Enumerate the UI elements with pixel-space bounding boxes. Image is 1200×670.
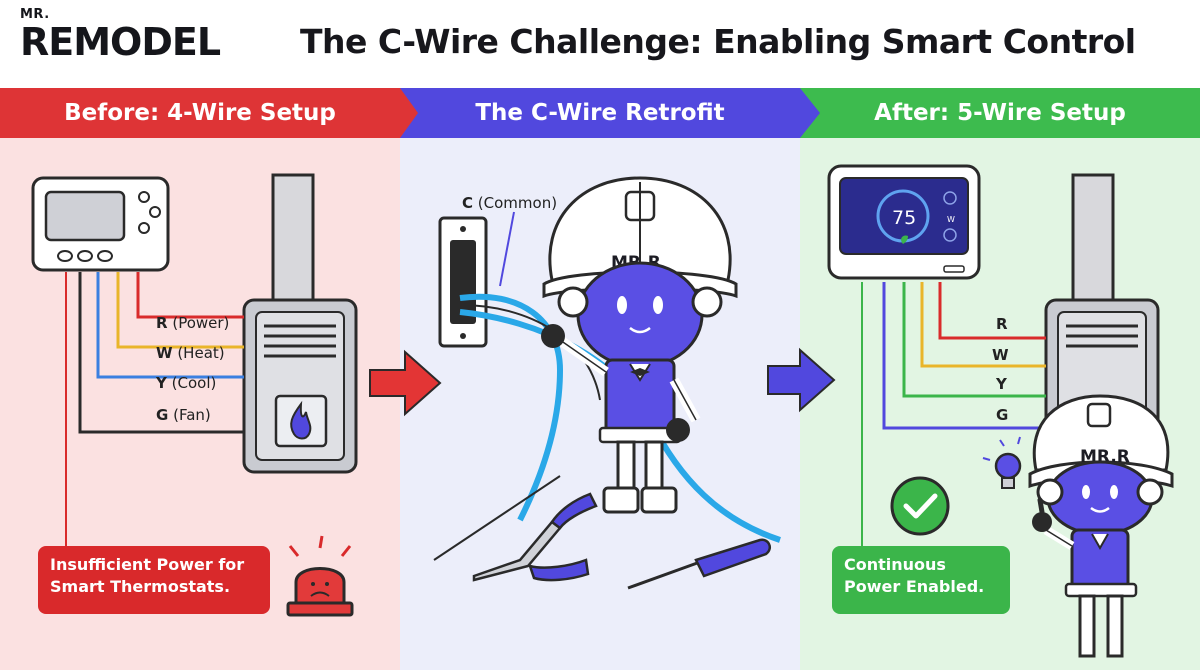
before-banner: Before: 4-Wire Setup xyxy=(0,88,418,138)
c-wire-label: C (Common) xyxy=(462,194,557,212)
after-wires xyxy=(861,282,1046,548)
before-furnace xyxy=(242,298,358,474)
after-banner-label: After: 5-Wire Setup xyxy=(874,100,1126,126)
before-banner-label: Before: 4-Wire Setup xyxy=(64,100,336,126)
checkmark-icon xyxy=(890,476,950,536)
lightbulb-icon xyxy=(982,436,1022,489)
retrofit-banner-label: The C-Wire Retrofit xyxy=(475,100,725,126)
logo-small-text: MR. xyxy=(20,7,50,22)
old-thermostat xyxy=(31,176,170,272)
wire-letter: Y xyxy=(155,374,168,392)
pliers-icon xyxy=(472,492,598,582)
after-banner: After: 5-Wire Setup xyxy=(800,88,1200,138)
before-duct xyxy=(271,173,315,312)
arrow-right-icon xyxy=(369,349,442,417)
wire-label-y: Y xyxy=(995,375,1008,393)
wire-label-r: R (Power) xyxy=(156,314,229,332)
callout-text: Insufficient Power for Smart Thermostats… xyxy=(50,555,245,596)
page-title: The C-Wire Challenge: Enabling Smart Con… xyxy=(300,22,1136,61)
wire-letter: R xyxy=(996,315,1008,333)
wire-name: (Cool) xyxy=(172,374,217,392)
flame-icon xyxy=(290,400,312,440)
wire-letter: W xyxy=(156,344,173,362)
wire-letter: G xyxy=(996,406,1008,424)
wire-letter: G xyxy=(156,406,168,424)
wire-name: (Heat) xyxy=(177,344,224,362)
wire-label-g: G (Fan) xyxy=(156,406,211,424)
robot-technician: MR.R xyxy=(541,176,738,514)
wire-label-y: Y (Cool) xyxy=(155,374,216,392)
wire-letter: W xyxy=(992,346,1009,364)
retrofit-banner: The C-Wire Retrofit xyxy=(400,88,820,138)
thermostat-mode: W xyxy=(947,215,955,224)
alarm-light-icon xyxy=(286,535,354,617)
callout-text: Continuous Power Enabled. xyxy=(844,555,985,596)
before-wires xyxy=(65,272,244,548)
hard-hat-icon xyxy=(1032,394,1170,472)
wire-name: (Power) xyxy=(172,314,229,332)
floor-line xyxy=(433,475,561,561)
wire-name: (Fan) xyxy=(173,406,211,424)
c-label-pointer xyxy=(499,211,515,287)
screwdriver-icon xyxy=(627,538,771,590)
arrow-right-icon xyxy=(767,347,836,413)
robot-presenter: MR.R xyxy=(1028,394,1174,658)
brand-logo: MR. REMODEL xyxy=(20,7,221,64)
insufficient-power-callout: Insufficient Power for Smart Thermostats… xyxy=(38,546,270,614)
c-wire-name: (Common) xyxy=(477,194,558,212)
wire-label-w: W xyxy=(992,346,1009,364)
continuous-power-callout: Continuous Power Enabled. xyxy=(832,546,1010,614)
wire-letter: Y xyxy=(995,375,1008,393)
wall-plate xyxy=(438,216,488,348)
thermostat-temp: 75 xyxy=(892,207,916,229)
logo-big-text: REMODEL xyxy=(20,20,221,64)
c-wire-letter: C xyxy=(462,194,474,212)
wire-label-g: G xyxy=(996,406,1008,424)
after-duct xyxy=(1071,173,1115,312)
wire-label-w: W (Heat) xyxy=(156,344,225,362)
wire-label-r: R xyxy=(996,315,1008,333)
smart-thermostat: 75 W xyxy=(827,164,981,280)
wire-letter: R xyxy=(156,314,168,332)
header: MR. REMODEL The C-Wire Challenge: Enabli… xyxy=(0,0,1200,88)
